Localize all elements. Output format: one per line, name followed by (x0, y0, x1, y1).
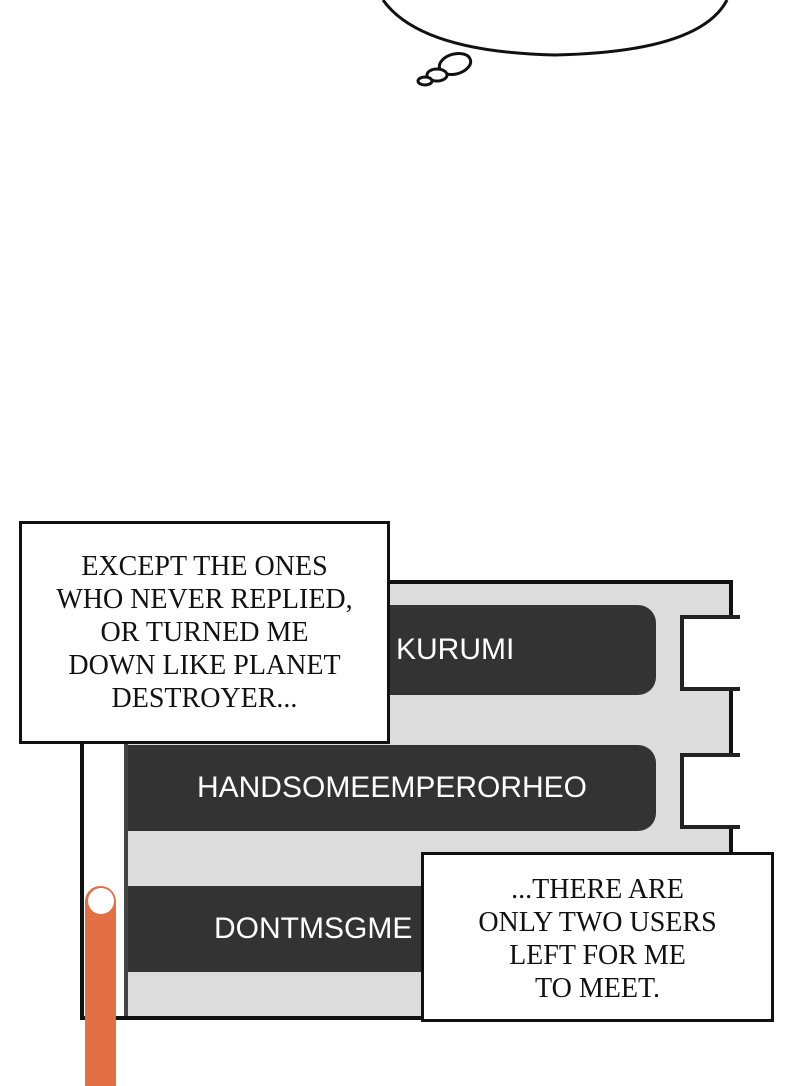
username: KURUMI (396, 633, 515, 666)
checkbox[interactable] (680, 753, 740, 829)
thought-bubble (381, 0, 729, 87)
username: DONTMSGME (214, 912, 413, 945)
username: HANDSOMEEMPERORHEO (196, 771, 588, 804)
scrollbar[interactable] (85, 886, 116, 1086)
checkbox[interactable] (680, 615, 740, 691)
scrollbar-knob[interactable] (88, 888, 114, 914)
list-item[interactable]: HANDSOMEEMPERORHEO (128, 745, 656, 831)
caption-box: ...THERE ARE ONLY TWO USERS LEFT FOR ME … (421, 852, 774, 1022)
caption-box: EXCEPT THE ONES WHO NEVER REPLIED, OR TU… (19, 521, 390, 744)
